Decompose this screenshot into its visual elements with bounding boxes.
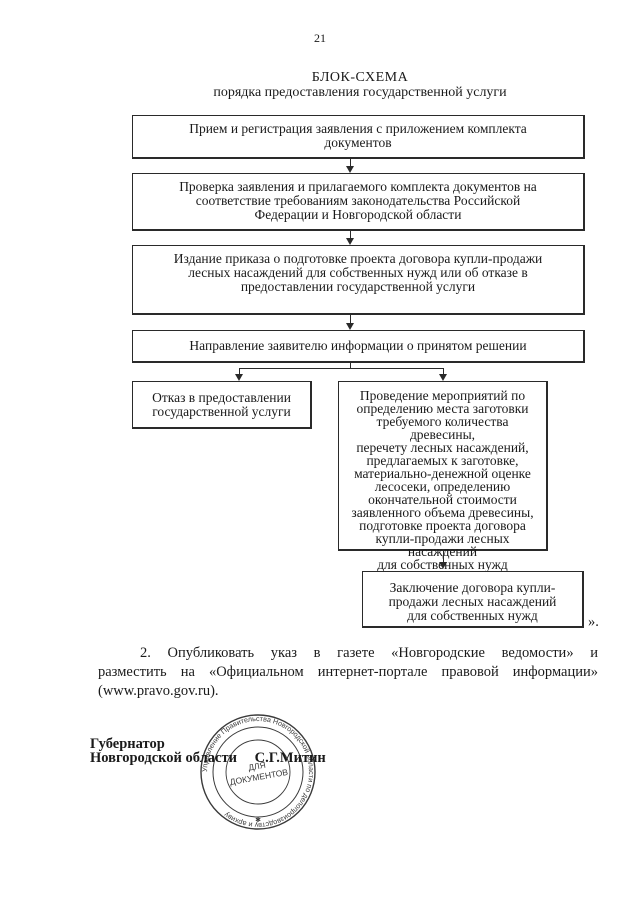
- arrow-down-icon: [235, 374, 243, 381]
- flow-box-order-issue: Издание приказа о подготовке проекта дог…: [132, 245, 585, 315]
- connector-line: [350, 363, 351, 369]
- flow-box-verification: Проверка заявления и прилагаемого компле…: [132, 173, 585, 231]
- flow-box-contract: Заключение договора купли- продажи лесны…: [362, 571, 584, 628]
- arrow-down-icon: [439, 562, 447, 569]
- arrow-down-icon: [346, 238, 354, 245]
- page-number: 21: [314, 31, 326, 45]
- flow-box-text: Прием и регистрация заявления с приложен…: [189, 121, 527, 150]
- flow-box-text: Издание приказа о подготовке проекта дог…: [173, 251, 543, 294]
- flow-box-text: Проведение мероприятий по определению ме…: [351, 388, 534, 572]
- arrow-down-icon: [346, 166, 354, 173]
- signatory-name: С.Г.Митин: [254, 750, 326, 766]
- signatory-position: Губернатор: [90, 736, 165, 752]
- connector-line: [350, 159, 351, 167]
- arrow-down-icon: [346, 323, 354, 330]
- connector-line: [443, 551, 444, 563]
- signature-block: Губернатор Новгородской области С.Г.Мити…: [90, 736, 326, 766]
- flow-box-text: Проверка заявления и прилагаемого компле…: [179, 179, 537, 222]
- connector-line: [350, 315, 351, 324]
- flow-box-text: Заключение договора купли- продажи лесны…: [388, 580, 557, 623]
- paragraph-line: (www.pravo.gov.ru).: [98, 683, 219, 699]
- paragraph-line: разместить на «Официальном интернет-порт…: [98, 664, 598, 680]
- document-title: БЛОК-СХЕМА: [311, 70, 409, 85]
- flow-box-registration: Прием и регистрация заявления с приложен…: [132, 115, 585, 159]
- connector-line: [239, 368, 240, 375]
- flow-box-refusal: Отказ в предоставлении государственной у…: [132, 381, 312, 429]
- connector-line: [350, 231, 351, 239]
- document-subtitle: порядка предоставления государственной у…: [213, 85, 507, 100]
- connector-line: [443, 368, 444, 375]
- flow-box-text: Направление заявителю информации о приня…: [189, 338, 527, 353]
- official-stamp: Управление Правительства Новгородской об…: [200, 714, 316, 830]
- stamp-center-line: ДЛЯ: [247, 760, 266, 773]
- paragraph-line: 2. Опубликовать указ в газете «Новгородс…: [140, 645, 598, 661]
- closing-quote: ».: [588, 614, 599, 630]
- signatory-position: Новгородской области С.Г.Митин: [90, 750, 326, 766]
- star-icon: ✱: [255, 816, 261, 824]
- flow-box-notification: Направление заявителю информации о приня…: [132, 330, 585, 363]
- arrow-down-icon: [439, 374, 447, 381]
- connector-branch-line: [239, 368, 443, 369]
- flow-box-measures: Проведение мероприятий по определению ме…: [338, 381, 548, 571]
- flow-box-text: Отказ в предоставлении государственной у…: [152, 390, 291, 419]
